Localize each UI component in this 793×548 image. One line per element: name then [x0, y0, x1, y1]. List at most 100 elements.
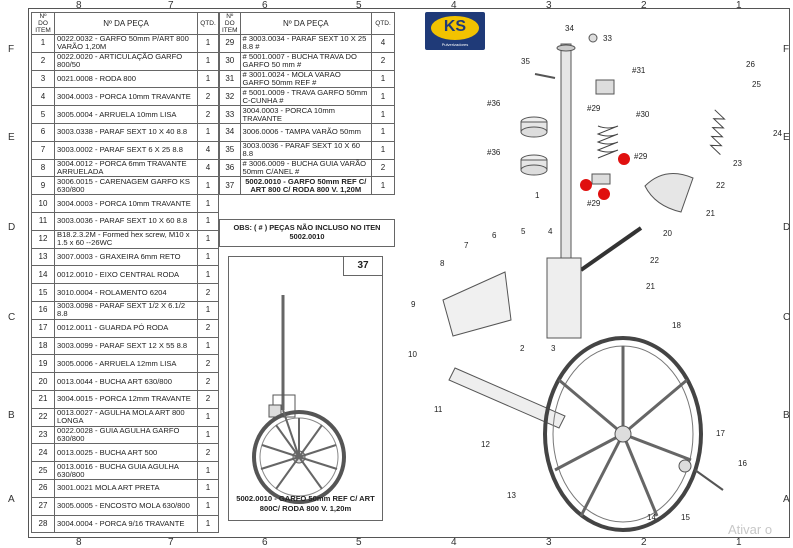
- exploded-view-drawing: [442, 33, 726, 532]
- table-row: 31# 3001.0024 - MOLA VARAO GARFO 50mm RE…: [219, 69, 395, 89]
- part-qty: 2: [197, 372, 219, 391]
- part-qty: 1: [197, 176, 219, 196]
- item-number: 18: [31, 336, 55, 356]
- part-qty: 4: [197, 140, 219, 160]
- col-label: 4: [451, 537, 457, 548]
- part-description: 0013.0025 - BUCHA ART 500: [54, 443, 198, 463]
- row-label: F: [8, 44, 15, 55]
- part-qty: 1: [371, 140, 395, 160]
- col-label: 8: [76, 0, 82, 11]
- part-qty: 2: [197, 389, 219, 409]
- part-description: 0013.0016 - BUCHA GUIA AGULHA 630/800: [54, 461, 198, 480]
- col-label: 1: [736, 537, 742, 548]
- item-number: 27: [31, 496, 55, 516]
- col-label: 7: [168, 537, 174, 548]
- part-description: 3007.0003 - GRAXEIRA 6mm RETO: [54, 247, 198, 267]
- row-label: A: [8, 494, 15, 505]
- col-label: 6: [262, 537, 268, 548]
- item-number: 19: [31, 354, 55, 374]
- callout-label: 5: [521, 227, 526, 236]
- item-number: 2: [31, 51, 55, 71]
- obs-note: OBS: ( # ) PEÇAS NÃO INCLUSO NO ITEN 500…: [219, 219, 395, 247]
- callout-label: 18: [672, 321, 681, 330]
- part-description: 3003.0036 - PARAF SEXT 10 X 60 8.8: [54, 211, 198, 231]
- part-qty: 2: [371, 158, 395, 178]
- row-label: A: [783, 494, 790, 505]
- header-item: Nº DO ITEM: [219, 12, 241, 35]
- callout-label: 16: [738, 459, 747, 468]
- callout-label: 1: [535, 191, 540, 200]
- callout-label: #29: [634, 152, 648, 161]
- callout-label: 11: [434, 405, 443, 414]
- callout-label: 21: [646, 282, 655, 291]
- assembly-number: 37: [343, 257, 382, 276]
- item-number: 28: [31, 514, 55, 534]
- part-qty: 1: [197, 51, 219, 71]
- part-qty: 1: [197, 34, 219, 53]
- header-qty: QTD.: [371, 12, 395, 35]
- item-number: 13: [31, 247, 55, 267]
- callout-label: 33: [603, 34, 612, 43]
- item-number: 31: [219, 69, 241, 89]
- part-description: 3003.0338 - PARAF SEXT 10 X 40 8.8: [54, 122, 198, 142]
- item-number: 14: [31, 265, 55, 285]
- callout-label: 17: [716, 429, 725, 438]
- item-number: 20: [31, 372, 55, 391]
- part-qty: 1: [197, 265, 219, 285]
- part-description: # 5001.0009 - TRAVA GARFO 50mm C-CUNHA #: [239, 87, 373, 107]
- part-qty: 4: [197, 158, 219, 178]
- item-number: 21: [31, 389, 55, 409]
- callout-label: 23: [733, 159, 742, 168]
- part-description: 0012.0011 - GUARDA PÓ RODA: [54, 318, 198, 338]
- row-label: C: [783, 312, 791, 323]
- logo-subtitle: Pulverizadores: [441, 42, 469, 47]
- part-description: 5002.0010 - GARFO 50mm REF C/ ART 800 C/…: [239, 176, 373, 196]
- part-qty: 1: [371, 87, 395, 107]
- part-qty: 1: [197, 496, 219, 516]
- part-description: 3004.0003 - PORCA 10mm TRAVANTE: [54, 194, 198, 213]
- item-number: 29: [219, 34, 241, 53]
- table-row: 30# 5001.0007 - BUCHA TRAVA DO GARFO 50 …: [219, 51, 395, 71]
- callout-label: 35: [521, 57, 530, 66]
- callout-label: #36: [487, 99, 501, 108]
- item-number: 16: [31, 300, 55, 320]
- item-number: 9: [31, 176, 55, 196]
- callout-label: 9: [411, 300, 416, 309]
- header-part: Nº DA PEÇA: [239, 12, 373, 35]
- callout-label: 4: [548, 227, 553, 236]
- row-label: F: [783, 44, 790, 55]
- callout-label: 3: [551, 344, 556, 353]
- col-label: 3: [546, 537, 552, 548]
- callout-label: 22: [650, 256, 659, 265]
- col-label: 1: [736, 0, 742, 11]
- part-description: 0012.0010 - EIXO CENTRAL RODA: [54, 265, 198, 285]
- item-number: 3: [31, 69, 55, 89]
- watermark-text: Ativar o: [728, 522, 773, 537]
- part-description: # 3003.0034 - PARAF SEXT 10 X 25 8.8 #: [239, 34, 373, 53]
- logo-text: KS: [443, 18, 467, 35]
- part-description: 3004.0003 - PORCA 10mm TRAVANTE: [239, 105, 373, 124]
- part-qty: 1: [197, 425, 219, 445]
- row-label: B: [8, 410, 15, 421]
- part-description: 3006.0015 - CARENAGEM GARFO KS 630/800: [54, 176, 198, 196]
- item-number: 6: [31, 122, 55, 142]
- ks-logo: KS Pulverizadores: [425, 12, 485, 50]
- header-item: Nº DO ITEM: [31, 12, 55, 35]
- callout-label: 26: [746, 60, 755, 69]
- callout-label: 13: [507, 491, 516, 500]
- callout-label: 21: [706, 209, 715, 218]
- col-label: 4: [451, 0, 457, 11]
- part-qty: 1: [197, 194, 219, 213]
